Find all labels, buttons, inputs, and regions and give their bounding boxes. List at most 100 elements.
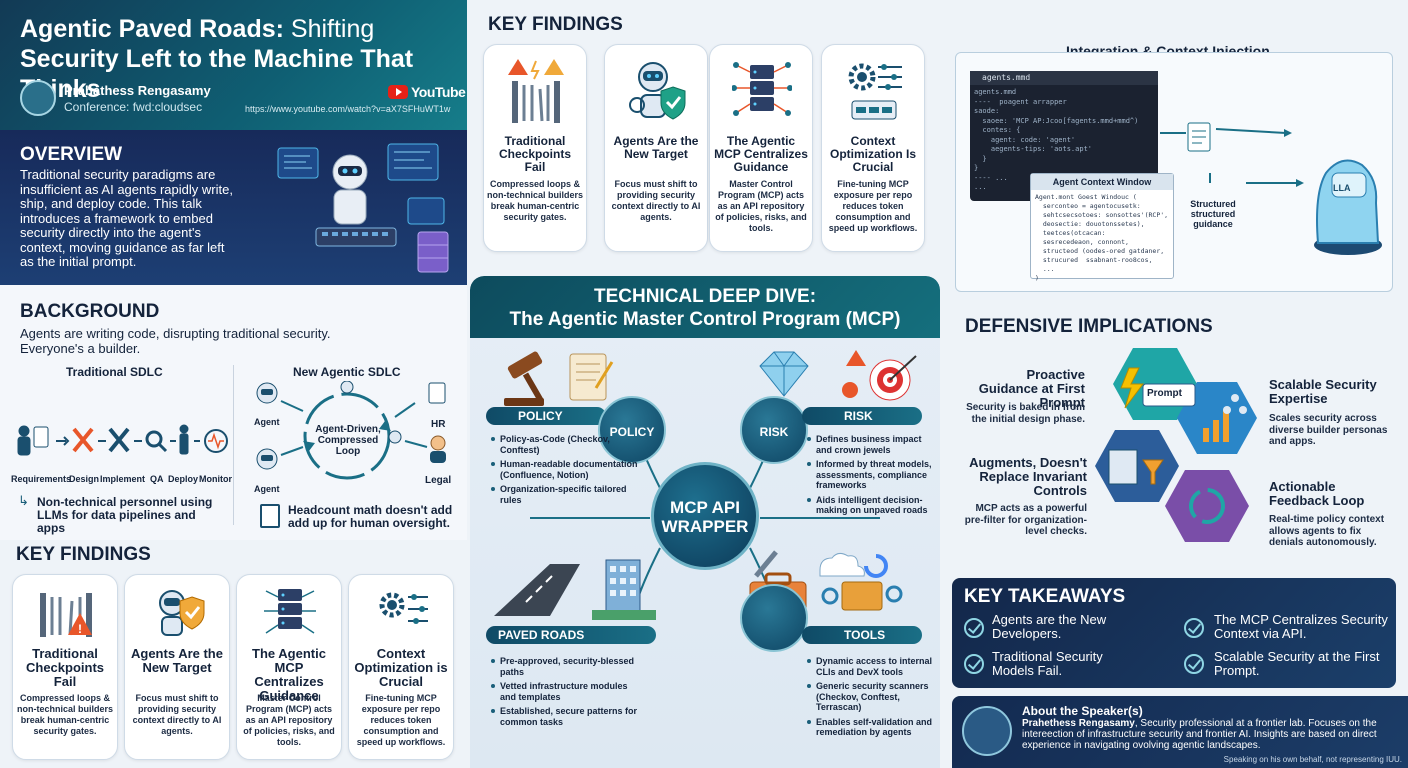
takeaways-heading: KEY TAKEAWAYS	[964, 586, 1126, 607]
risk-list: Defines business impact and crown jewels…	[806, 434, 938, 520]
youtube-play-icon	[388, 85, 408, 99]
tools-item: Dynamic access to internal CLIs and DevX…	[806, 656, 938, 677]
model-label: LLA	[1333, 183, 1351, 193]
defensive-title-scalable: Scalable Security Expertise	[1269, 377, 1377, 406]
defensive-implications-section: DEFENSIVE IMPLICATIONS Prompt Proactive …	[945, 300, 1408, 575]
tools-list: Dynamic access to internal CLIs and DevX…	[806, 656, 938, 742]
agentic-sdlc-title: New Agentic SDLC	[293, 365, 401, 379]
takeaway-item: Traditional Security Models Fail.	[992, 649, 1103, 678]
speaker-avatar	[20, 80, 56, 116]
about-speaker-section: About the Speaker(s) Prahethess Rengasam…	[952, 696, 1408, 768]
page-title: Agentic Paved Roads: Shifting Security L…	[20, 15, 414, 103]
structured-guidance-label: Structured structured guidance	[1190, 199, 1236, 229]
title-banner: Agentic Paved Roads: Shifting Security L…	[0, 0, 467, 130]
diamond-target-icon	[759, 350, 917, 401]
agentic-note: Headcount math doesn't add add up for hu…	[288, 503, 453, 530]
overview-heading: OVERVIEW	[20, 144, 123, 165]
risk-bar: RISK	[802, 407, 922, 425]
step-qa: QA	[150, 474, 164, 484]
key-findings-bottom: KEY FINDINGS ! Traditional Checkpoints F…	[0, 540, 467, 768]
traditional-sdlc-title: Traditional SDLC	[66, 365, 163, 379]
mcp-header: TECHNICAL DEEP DIVE: The Agentic Master …	[470, 276, 940, 338]
code-content: agents.mmd ---- poagent arrapper saode: …	[974, 88, 1139, 191]
hexagon-puzzle-illustration	[1095, 348, 1257, 542]
mcp-heading-line2: The Agentic Master Control Program (MCP)	[509, 309, 901, 330]
robot-coding-illustration	[277, 143, 449, 273]
youtube-logo[interactable]: YouTube	[388, 84, 466, 100]
takeaway-item: Agents are the New Developers.	[992, 612, 1107, 641]
key-findings-heading-bottom: KEY FINDINGS	[16, 544, 151, 565]
check-icon	[1184, 654, 1204, 674]
agent-label-top: Agent	[254, 417, 280, 427]
finding-body: Fine-tuning MCP exposure per repo reduce…	[356, 693, 446, 747]
check-icon	[964, 654, 984, 674]
risk-item: Aids intelligent decision-making on unpa…	[806, 495, 938, 516]
paved-item: Vetted infrastructure modules and templa…	[490, 681, 640, 702]
defensive-body-proactive: Security is baked in from the initial de…	[966, 402, 1085, 425]
defensive-title-proactive: Proactive Guidance at First Prompt	[978, 367, 1085, 410]
policy-list: Policy-as-Code (Checkov, Conftest) Human…	[490, 434, 640, 509]
finding-body: Master Control Program (MCP) acts as an …	[715, 179, 807, 233]
prompt-label: Prompt	[1147, 388, 1182, 399]
road-building-icon	[494, 559, 656, 620]
takeaway-item: Scalable Security at the First Prompt.	[1214, 649, 1380, 678]
policy-item: Organization-specific tailored rules	[490, 484, 640, 505]
finding-card-context: Context Optimization Is Crucial Fine-tun…	[821, 44, 925, 252]
integration-flow-arrows	[1160, 122, 1382, 255]
risk-item: Informed by threat models, assessments, …	[806, 459, 938, 491]
editor-tab[interactable]: agents.mmd	[970, 71, 1158, 85]
finding-body: Compressed loops & non-technical builder…	[17, 693, 114, 736]
step-monitor: Monitor	[199, 474, 232, 484]
defensive-body-scalable: Scales security across diverse builder p…	[1269, 413, 1388, 447]
defensive-title-augments: Augments, Doesn't Replace Invariant Cont…	[969, 455, 1087, 498]
robot-magnifier-shield-icon	[629, 62, 686, 120]
policy-item: Human-readable documentation (Confluence…	[490, 459, 640, 480]
server-network-icon	[732, 62, 792, 116]
overview-text: Traditional security paradigms are insuf…	[20, 167, 233, 269]
speaker-avatar	[962, 706, 1012, 756]
defensive-heading: DEFENSIVE IMPLICATIONS	[965, 316, 1213, 337]
paved-roads-list: Pre-approved, security-blessed paths Vet…	[490, 656, 640, 731]
robot-shield-icon	[159, 590, 205, 636]
takeaway-item: The MCP Centralizes Security Context via…	[1214, 612, 1388, 641]
finding-title: Traditional Checkpoints Fail	[25, 646, 104, 689]
speaker-name: Prahathess Rengasamy	[64, 83, 211, 98]
loop-label: Agent-Driven, Compressed Loop	[315, 424, 381, 457]
finding-card-context: Context Optimization is Crucial Fine-tun…	[348, 574, 454, 760]
finding-body: Compressed loops & non-technical builder…	[487, 179, 584, 222]
traditional-sdlc-flow-icons	[17, 424, 228, 456]
defensive-body-feedback: Real-time policy context allows agents t…	[1269, 514, 1385, 548]
tools-bar: TOOLS	[802, 626, 922, 644]
key-takeaways-section: KEY TAKEAWAYS Agents are the New Develop…	[952, 578, 1396, 688]
finding-card-agents-target: Agents Are the New Target Focus must shi…	[124, 574, 230, 760]
risk-item: Defines business impact and crown jewels	[806, 434, 938, 455]
paved-item: Pre-approved, security-blessed paths	[490, 656, 640, 677]
agent-label-bottom: Agent	[254, 484, 280, 494]
finding-body: Fine-tuning MCP exposure per repo reduce…	[828, 179, 918, 233]
finding-body: Focus must shift to providing security c…	[611, 179, 701, 222]
mcp-heading-line1: TECHNICAL DEEP DIVE:	[593, 286, 817, 307]
context-content: Agent.mont Goest Windouc ( serconteo = a…	[1035, 193, 1169, 282]
tools-node	[740, 584, 808, 652]
video-url[interactable]: https://www.youtube.com/watch?v=aX7SFHuW…	[245, 104, 451, 114]
speaker-disclaimer: Speaking on his own behalf, not represen…	[1223, 755, 1402, 764]
server-network-icon	[264, 589, 316, 634]
step-deploy: Deploy	[168, 474, 199, 484]
policy-item: Policy-as-Code (Checkov, Conftest)	[490, 434, 640, 455]
key-findings-top: KEY FINDINGS Traditional Checkpoints Fai…	[467, 0, 941, 270]
overview-section: OVERVIEW Traditional security paradigms …	[0, 130, 467, 285]
finding-title: The Agentic MCP Centralizes Guidance	[714, 134, 808, 174]
broken-gate-icon: !	[40, 593, 92, 637]
policy-bar: POLICY	[486, 407, 606, 425]
finding-body: Focus must shift to providing security c…	[132, 693, 222, 736]
key-findings-heading-top: KEY FINDINGS	[488, 14, 623, 35]
finding-title: The Agentic MCP Centralizes Guidance	[252, 646, 326, 703]
paved-roads-bar: PAVED ROADS	[486, 626, 656, 644]
traditional-note: Non-technical personnel using LLMs for d…	[37, 495, 213, 535]
finding-title: Context Optimization Is Crucial	[829, 134, 916, 174]
tools-item: Generic security scanners (Checkov, Conf…	[806, 681, 938, 713]
risk-node: RISK	[740, 396, 808, 464]
agentic-loop-diagram	[256, 381, 446, 480]
finding-title: Traditional Checkpoints Fail	[498, 134, 571, 174]
finding-body: Master Control Program (MCP) acts as an …	[243, 693, 335, 747]
